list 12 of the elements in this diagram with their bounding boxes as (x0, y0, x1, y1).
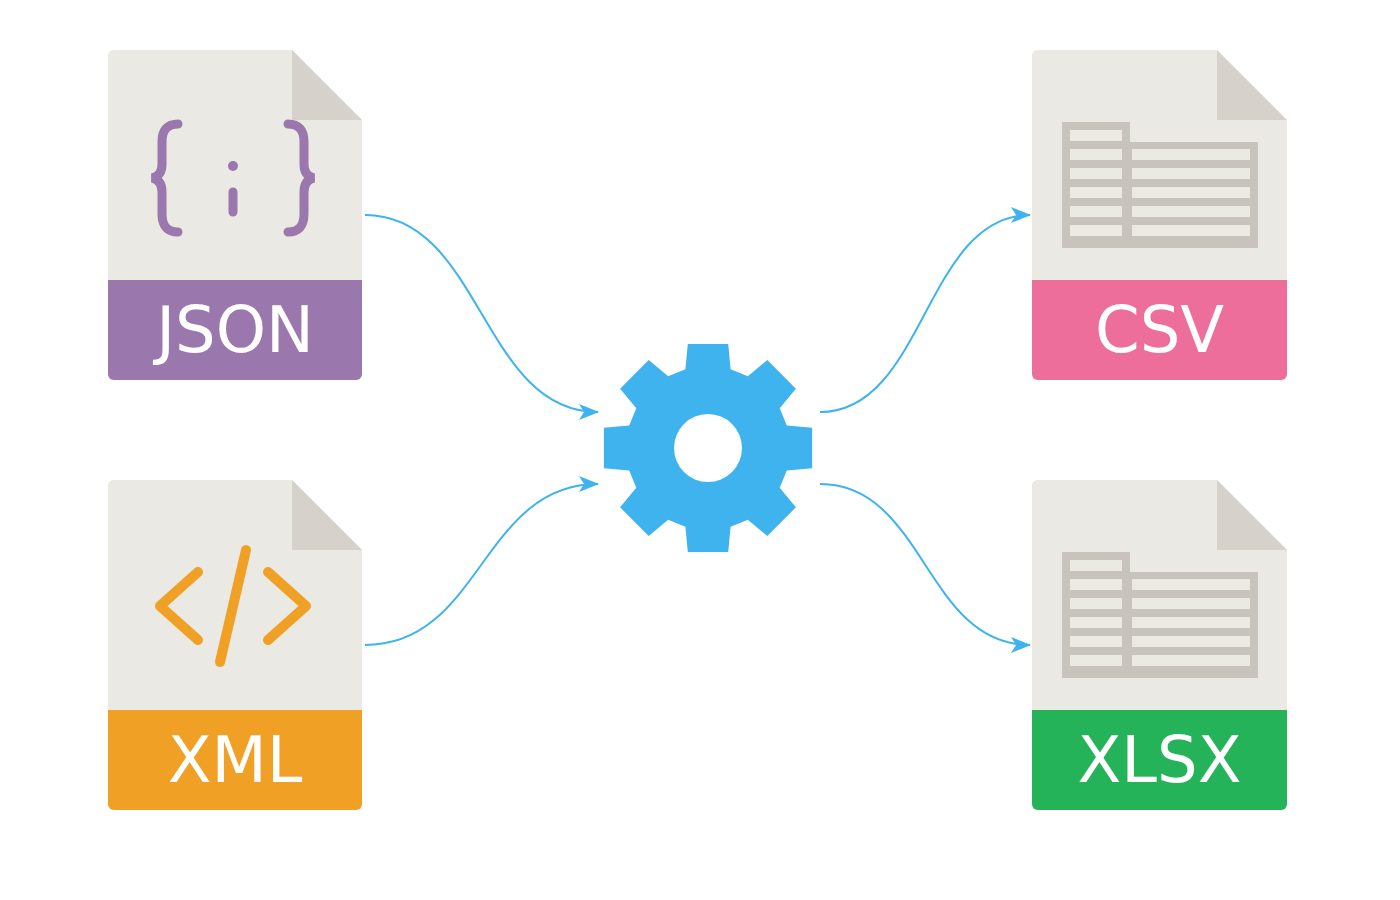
arrow (364, 214, 599, 418)
file-document (108, 480, 362, 810)
file-type-label: XML (108, 710, 362, 810)
file-type-label: XLSX (1032, 710, 1287, 810)
arrow (819, 210, 1031, 413)
file-document (1032, 480, 1287, 810)
file-type-label: JSON (108, 280, 362, 380)
file-document (108, 50, 362, 380)
arrow (364, 478, 599, 646)
file-document (1032, 50, 1287, 380)
file-type-label: CSV (1032, 280, 1287, 380)
arrow (819, 483, 1031, 651)
